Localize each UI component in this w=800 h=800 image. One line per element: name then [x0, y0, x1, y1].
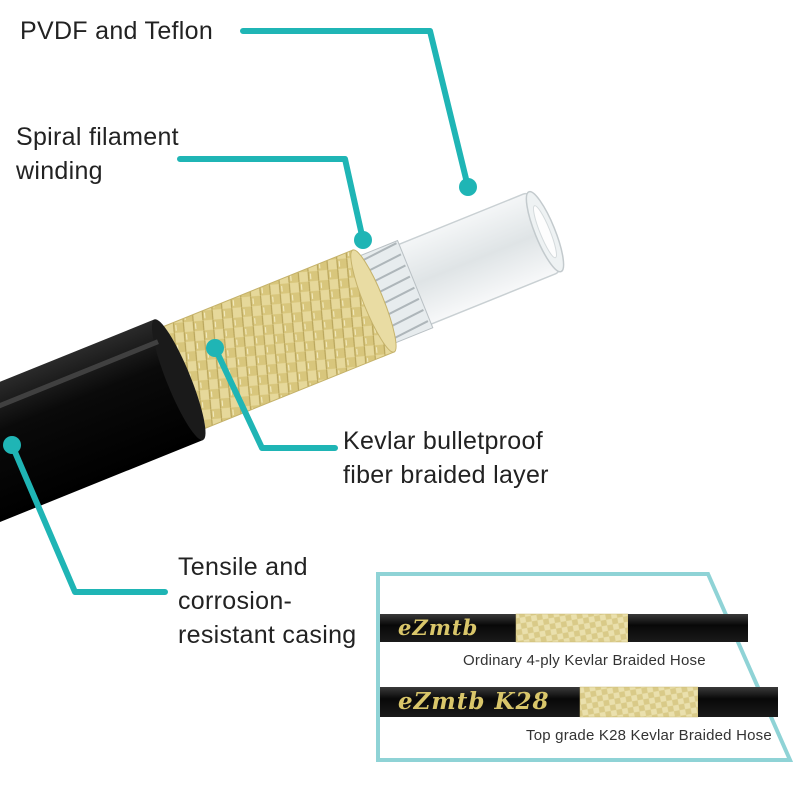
label-casing-line2: corrosion- [178, 587, 293, 615]
label-spiral-line1: Spiral filament [16, 123, 179, 151]
hose2-caption: Top grade K28 Kevlar Braided Hose [526, 727, 772, 744]
label-kevlar-line2: fiber braided layer [343, 461, 549, 489]
label-spiral: Spiral filament winding [16, 120, 179, 188]
hose1-caption: Ordinary 4-ply Kevlar Braided Hose [463, 652, 706, 669]
hose1-logo: eZmtb [398, 615, 479, 640]
hose1-illustration [380, 613, 748, 643]
label-pvdf: PVDF and Teflon [20, 17, 214, 45]
label-casing: Tensile and corrosion- resistant casing [178, 550, 357, 652]
label-kevlar-line1: Kevlar bulletproof [343, 427, 543, 455]
hose2-illustration [380, 686, 778, 718]
label-spiral-line2: winding [16, 157, 103, 185]
label-casing-line3: resistant casing [178, 621, 357, 649]
label-kevlar: Kevlar bulletproof fiber braided layer [343, 424, 549, 492]
label-casing-line1: Tensile and [178, 553, 308, 581]
hose2-logo: eZmtb K28 [398, 688, 550, 715]
